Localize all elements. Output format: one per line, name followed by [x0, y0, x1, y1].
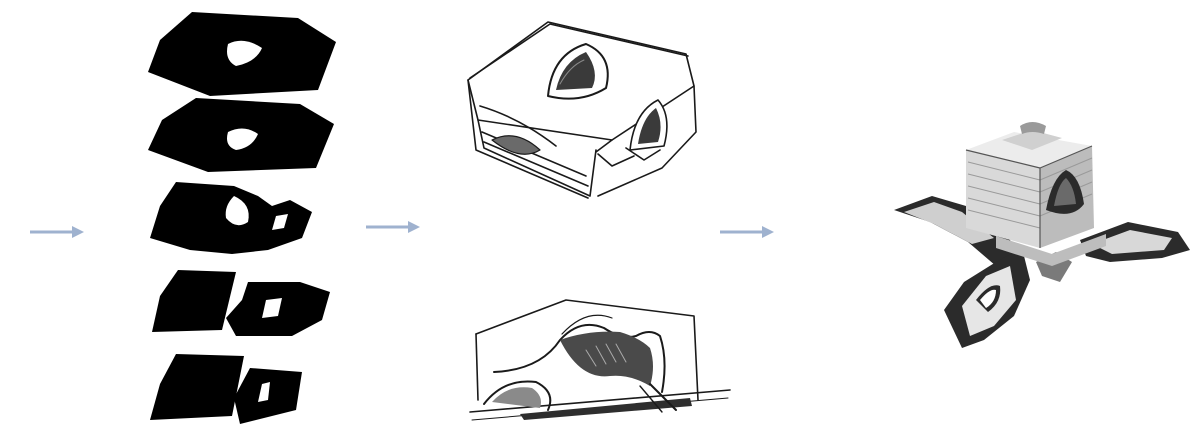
- final-model: [894, 122, 1190, 348]
- process-arrow-2: [366, 221, 420, 233]
- process-arrow-1: [30, 226, 84, 238]
- layer-5: [150, 354, 302, 424]
- process-arrow-3: [720, 226, 774, 238]
- layer-2: [148, 98, 334, 172]
- sketch-section: [470, 300, 730, 420]
- layer-stack: [148, 12, 336, 424]
- concept-sketches: [468, 22, 730, 420]
- layer-3: [150, 182, 312, 254]
- layer-1: [148, 12, 336, 96]
- sketch-block: [468, 22, 696, 198]
- layer-4: [152, 270, 330, 336]
